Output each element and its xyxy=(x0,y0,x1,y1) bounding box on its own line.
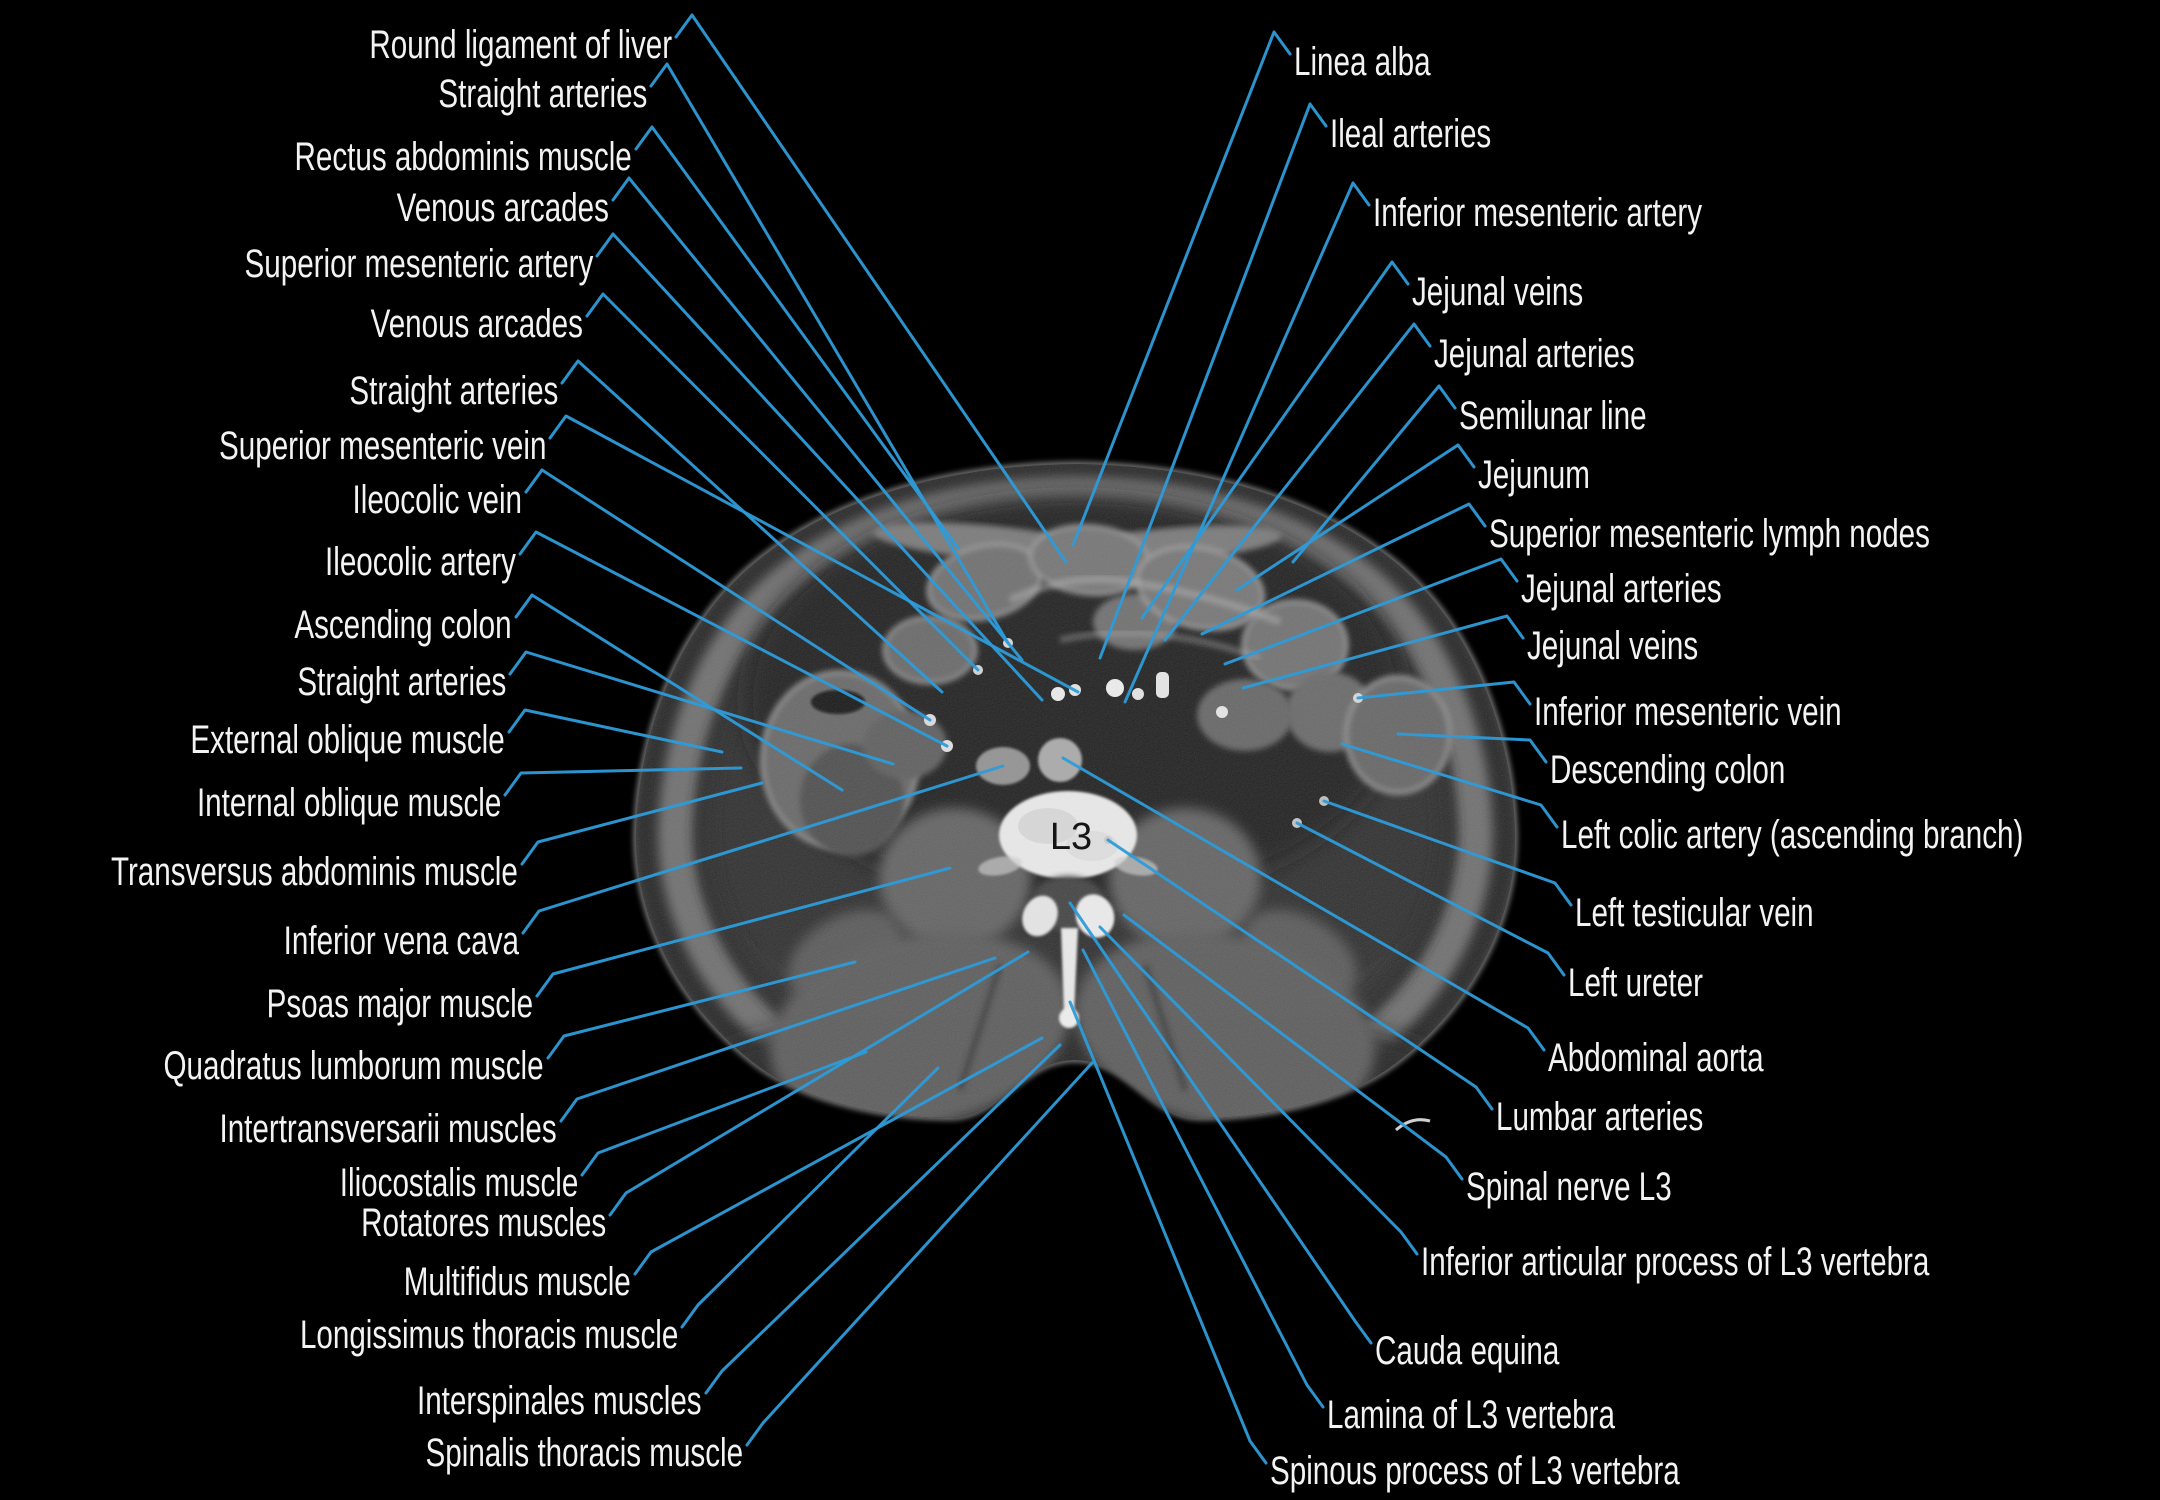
leader-line-straight-arteries xyxy=(649,62,1010,645)
label-inferior-vena-cava[interactable]: Inferior vena cava xyxy=(283,919,519,963)
leader-line-left-testicular-vein xyxy=(1322,799,1573,907)
label-external-oblique-muscle[interactable]: External oblique muscle xyxy=(190,718,505,762)
leader-line-venous-arcades xyxy=(611,176,1024,662)
leader-line-inferior-articular-process-of-l3-vertebra xyxy=(1098,925,1419,1256)
label-left-ureter[interactable]: Left ureter xyxy=(1568,961,1703,1005)
leader-line-ileocolic-artery xyxy=(518,530,949,748)
label-round-ligament-of-liver[interactable]: Round ligament of liver xyxy=(369,23,672,67)
label-jejunal-veins[interactable]: Jejunal veins xyxy=(1412,270,1584,314)
label-jejunal-arteries[interactable]: Jejunal arteries xyxy=(1434,332,1635,376)
label-iliocostalis-muscle[interactable]: Iliocostalis muscle xyxy=(339,1161,578,1205)
leader-line-rotatores-muscles xyxy=(608,950,1030,1217)
leader-line-quadratus-lumborum-muscle xyxy=(546,960,857,1060)
label-interspinales-muscles[interactable]: Interspinales muscles xyxy=(417,1379,702,1423)
leader-line-internal-oblique-muscle xyxy=(503,766,743,797)
vertebra-label: L3 xyxy=(1050,816,1092,858)
label-left-testicular-vein[interactable]: Left testicular vein xyxy=(1575,891,1814,935)
leader-line-ileocolic-vein xyxy=(524,468,932,722)
label-superior-mesenteric-vein[interactable]: Superior mesenteric vein xyxy=(218,424,546,468)
label-ileocolic-vein[interactable]: Ileocolic vein xyxy=(352,478,522,522)
label-ascending-colon[interactable]: Ascending colon xyxy=(294,603,512,647)
leader-line-lamina-of-l3-vertebra xyxy=(1081,948,1325,1409)
artifact-mark xyxy=(1395,1118,1431,1132)
label-straight-arteries-2[interactable]: Straight arteries xyxy=(349,369,558,413)
label-left-colic-artery-ascending-branch[interactable]: Left colic artery (ascending branch) xyxy=(1561,813,2024,857)
label-straight-arteries-3[interactable]: Straight arteries xyxy=(297,660,506,704)
label-abdominal-aorta[interactable]: Abdominal aorta xyxy=(1548,1036,1764,1080)
label-jejunal-arteries-2[interactable]: Jejunal arteries xyxy=(1521,567,1722,611)
leader-line-spinal-nerve-l3 xyxy=(1122,913,1464,1181)
label-spinalis-thoracis-muscle[interactable]: Spinalis thoracis muscle xyxy=(425,1431,743,1475)
label-jejunum[interactable]: Jejunum xyxy=(1478,453,1590,497)
leader-line-psoas-major-muscle xyxy=(535,866,952,998)
leader-line-lumbar-arteries xyxy=(1106,838,1494,1111)
label-inferior-mesenteric-vein[interactable]: Inferior mesenteric vein xyxy=(1534,690,1842,734)
label-rectus-abdominis-muscle[interactable]: Rectus abdominis muscle xyxy=(294,135,632,179)
leader-line-ascending-colon xyxy=(514,593,844,792)
leader-line-inferior-mesenteric-artery xyxy=(1123,181,1371,704)
label-quadratus-lumborum-muscle[interactable]: Quadratus lumborum muscle xyxy=(163,1044,544,1088)
label-multifidus-muscle[interactable]: Multifidus muscle xyxy=(403,1260,631,1304)
leader-line-straight-arteries-3 xyxy=(508,650,895,766)
label-superior-mesenteric-lymph-nodes[interactable]: Superior mesenteric lymph nodes xyxy=(1489,512,1930,556)
label-superior-mesenteric-artery[interactable]: Superior mesenteric artery xyxy=(244,242,593,286)
leader-line-superior-mesenteric-artery xyxy=(595,232,1044,702)
label-descending-colon[interactable]: Descending colon xyxy=(1550,748,1786,792)
label-psoas-major-muscle[interactable]: Psoas major muscle xyxy=(266,982,533,1026)
label-semilunar-line[interactable]: Semilunar line xyxy=(1459,394,1647,438)
leader-line-jejunal-veins-2 xyxy=(1241,614,1525,690)
leader-line-ileal-arteries xyxy=(1098,102,1328,660)
leader-line-abdominal-aorta xyxy=(1061,756,1546,1052)
label-lamina-of-l3-vertebra[interactable]: Lamina of L3 vertebra xyxy=(1327,1393,1615,1437)
leader-line-semilunar-line xyxy=(1291,384,1457,564)
label-lumbar-arteries[interactable]: Lumbar arteries xyxy=(1496,1095,1704,1139)
leader-line-venous-arcades-2 xyxy=(585,292,980,672)
leader-line-jejunal-arteries-2 xyxy=(1223,557,1519,666)
leader-line-jejunal-arteries xyxy=(1163,322,1432,642)
leader-line-intertransversarii-muscles xyxy=(559,956,997,1123)
label-inferior-mesenteric-artery[interactable]: Inferior mesenteric artery xyxy=(1373,191,1702,235)
label-intertransversarii-muscles[interactable]: Intertransversarii muscles xyxy=(219,1107,557,1151)
leader-line-external-oblique-muscle xyxy=(507,708,724,754)
leader-line-superior-mesenteric-lymph-nodes xyxy=(1200,502,1487,636)
leader-lines xyxy=(503,13,1573,1465)
leader-line-longissimus-thoracis-muscle xyxy=(680,1066,940,1329)
leader-line-jejunal-veins xyxy=(1140,260,1410,620)
leader-line-superior-mesenteric-vein xyxy=(548,414,1080,694)
label-spinal-nerve-l3[interactable]: Spinal nerve L3 xyxy=(1466,1165,1672,1209)
leader-line-linea-alba xyxy=(1071,30,1292,547)
leader-line-spinalis-thoracis-muscle xyxy=(745,1061,1094,1447)
ct-scan: L3 xyxy=(633,462,1518,1132)
label-venous-arcades[interactable]: Venous arcades xyxy=(396,186,609,230)
leader-line-left-ureter xyxy=(1295,821,1566,977)
leader-line-iliocostalis-muscle xyxy=(580,1050,868,1177)
label-venous-arcades-2[interactable]: Venous arcades xyxy=(370,302,583,346)
label-longissimus-thoracis-muscle[interactable]: Longissimus thoracis muscle xyxy=(299,1313,678,1357)
leader-line-descending-colon xyxy=(1396,732,1548,764)
leader-line-spinous-process-of-l3-vertebra xyxy=(1068,1000,1268,1465)
label-spinous-process-of-l3-vertebra[interactable]: Spinous process of L3 vertebra xyxy=(1270,1449,1680,1493)
label-inferior-articular-process-of-l3-vertebra[interactable]: Inferior articular process of L3 vertebr… xyxy=(1421,1240,1930,1284)
leader-line-cauda-equina xyxy=(1068,901,1373,1345)
label-straight-arteries[interactable]: Straight arteries xyxy=(438,72,647,116)
label-cauda-equina[interactable]: Cauda equina xyxy=(1375,1329,1560,1373)
label-ileocolic-artery[interactable]: Ileocolic artery xyxy=(325,540,516,584)
label-linea-alba[interactable]: Linea alba xyxy=(1294,40,1431,84)
leader-line-inferior-mesenteric-vein xyxy=(1356,680,1532,706)
leader-line-inferior-vena-cava xyxy=(521,764,1005,935)
label-rotatores-muscles[interactable]: Rotatores muscles xyxy=(360,1201,606,1245)
leader-line-round-ligament-of-liver xyxy=(674,13,1068,564)
label-internal-oblique-muscle[interactable]: Internal oblique muscle xyxy=(196,781,501,825)
leader-line-transversus-abdominis-muscle xyxy=(520,781,764,866)
leader-line-straight-arteries-2 xyxy=(560,359,944,694)
label-transversus-abdominis-muscle[interactable]: Transversus abdominis muscle xyxy=(111,850,518,894)
label-ileal-arteries[interactable]: Ileal arteries xyxy=(1330,112,1492,156)
leader-line-multifidus-muscle xyxy=(633,1036,1044,1276)
leader-line-rectus-abdominis-muscle xyxy=(634,125,960,550)
leader-line-left-colic-artery-ascending-branch xyxy=(1340,742,1559,829)
leader-line-interspinales-muscles xyxy=(704,1043,1062,1395)
leader-line-jejunum xyxy=(1235,443,1476,592)
label-jejunal-veins-2[interactable]: Jejunal veins xyxy=(1527,624,1699,668)
